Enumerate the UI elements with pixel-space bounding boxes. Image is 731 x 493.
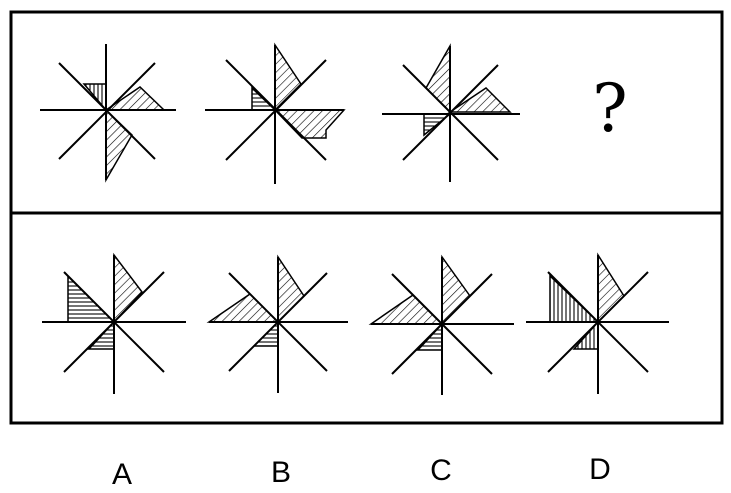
option-label-a[interactable]: A	[111, 458, 133, 491]
option-figure-a	[42, 252, 186, 394]
option-figure-d	[526, 252, 669, 394]
option-label-d[interactable]: D	[589, 453, 611, 486]
option-figure-c	[368, 254, 514, 395]
option-label-c[interactable]: C	[430, 454, 452, 487]
question-mark: ?	[592, 70, 628, 147]
question-figure-2	[205, 42, 346, 184]
options-row-frame	[9, 211, 724, 425]
option-figure-b	[206, 254, 348, 393]
option-label-b[interactable]: B	[270, 456, 292, 489]
question-figure-3	[382, 43, 520, 182]
question-figure-1	[40, 44, 176, 183]
